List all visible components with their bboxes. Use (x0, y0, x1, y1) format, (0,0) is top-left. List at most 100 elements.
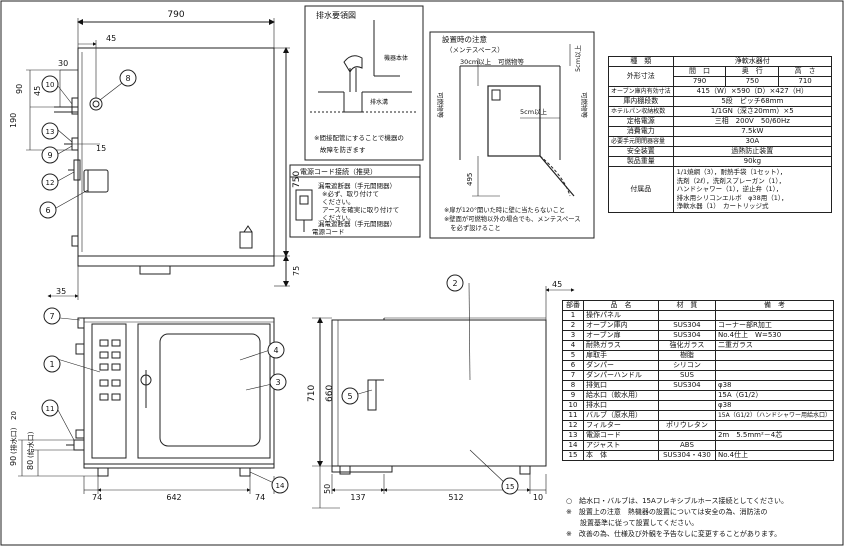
parts-cell: ABS (657, 440, 716, 451)
damper-shape (83, 169, 109, 193)
power-box-item2: 漏電遮断器（手元開閉器） (318, 219, 396, 228)
parts-cell (657, 390, 716, 401)
parts-cell (657, 410, 716, 421)
callout-6: 6 (45, 206, 50, 215)
dim-137: 137 (350, 493, 365, 502)
callout-11: 11 (46, 405, 55, 413)
spec-accessories: 1/1焼網（3），耐熱手袋（1セット）， 洗剤（2ℓ），洗剤スプレーガン（1），… (672, 166, 833, 213)
accessory-line: 1/1焼網（3），耐熱手袋（1セット）， (676, 168, 787, 176)
install-combustible-right: 可燃物等 (580, 92, 589, 119)
spec-dims-label: 外形寸法 (608, 66, 674, 87)
note-line: ○ 給水口・バルブは、15Aフレキシブルホース接続としてください。 (566, 497, 789, 505)
drain-box-channel: 排水溝 (370, 98, 388, 106)
dim-790: 790 (167, 10, 184, 20)
spec-type-value: 浄軟水器付 (672, 56, 833, 67)
callout-4: 4 (273, 346, 278, 355)
parts-cell: 本 体 (582, 450, 659, 461)
parts-cell: 排気口 (582, 380, 659, 391)
drain-box-note2: 故障を防ぎます (320, 145, 366, 154)
callout-10: 10 (46, 81, 55, 89)
parts-cell: 11 (562, 410, 584, 421)
top-view (26, 18, 290, 300)
parts-cell (714, 440, 835, 451)
spec-val-w: 790 (672, 76, 727, 87)
dim-80: 80 (26, 460, 35, 470)
parts-cell: SUS304・430 (657, 450, 716, 461)
install-side-clear: 5cm以上 (520, 107, 548, 116)
spec-row-value: 30A (672, 136, 833, 147)
power-box-item1a: 漏電遮断器（手元開閉器） (318, 181, 396, 190)
parts-cell: 7 (562, 370, 584, 381)
spec-row-value: 1/1GN（深さ20mm）×5 (672, 106, 833, 117)
callout-5: 5 (347, 392, 352, 401)
dim-30: 30 (58, 59, 68, 68)
parts-cell (657, 430, 716, 441)
install-note1: ※扉が120°開いた時に壁に当たらないこと (444, 205, 565, 214)
dim-45-side: 45 (33, 86, 42, 96)
parts-cell: SUS304 (657, 330, 716, 341)
accessory-line: 排水用シリコンエルボ φ38用（1）， (676, 193, 788, 202)
spec-accessory-label: 付属品 (608, 166, 674, 213)
spec-row-label: ホテルパン収納枚数 (608, 106, 674, 117)
install-combustible-left: 可燃物等 (436, 92, 445, 119)
parts-cell: 強化ガラス (657, 340, 716, 351)
parts-cell: No.4仕上 (714, 450, 835, 461)
parts-cell: 2m 5.5mm²－4芯 (714, 430, 835, 441)
spec-row-label: 必要手元開閉器容量 (608, 136, 674, 147)
parts-cell: 電源コード (582, 430, 659, 441)
top-view-front-lip (77, 255, 275, 267)
dim-512: 512 (448, 493, 463, 502)
parts-cell: 操作パネル (582, 310, 659, 321)
power-box-item1e: ください。 (322, 214, 355, 222)
install-box-title: 設置時の注意 (442, 34, 487, 44)
spec-row-value: 415（W）×590（D）×427（H） (672, 86, 833, 97)
parts-cell: No.4仕上 W=530 (714, 330, 835, 341)
parts-cell: ダンパー (582, 360, 659, 371)
accessory-line: ハンドシャワー（1），逆止弁（1）， (676, 185, 783, 193)
parts-cell: フィルター (582, 420, 659, 431)
callout-1: 1 (49, 360, 54, 369)
power-box-item1c: ください。 (322, 198, 355, 206)
accessory-line: 洗剤（2ℓ），洗剤スプレーガン（1）， (676, 176, 786, 185)
callout-3: 3 (275, 378, 280, 387)
note-line: 設置基準に従って設置してください。 (566, 519, 699, 527)
spec-row-value: 90kg (672, 156, 833, 167)
callout-9: 9 (47, 151, 52, 160)
parts-cell: 3 (562, 330, 584, 341)
note-line: ※ 設置上の注意 熱機器の設置については安全の為、消防法の (566, 508, 768, 516)
install-top-clear2: 5cm以上 (573, 44, 582, 72)
parts-cell (714, 370, 835, 381)
spec-row-label: 製品重量 (608, 156, 674, 167)
dim-90: 90 (15, 84, 24, 94)
parts-cell: 6 (562, 360, 584, 371)
note-line: ※ 改善の為、仕様及び外観を予告なしに変更することがあります。 (566, 530, 782, 538)
parts-cell: 10 (562, 400, 584, 411)
parts-cell: SUS304 (657, 380, 716, 391)
dim-750: 750 (292, 171, 302, 188)
parts-cell: SUS (657, 370, 716, 381)
accessory-line: 浄軟水器（1） カートリッジ式 (676, 202, 769, 210)
parts-cell: 13 (562, 430, 584, 441)
spec-type-label: 種 類 (608, 56, 674, 67)
parts-cell (657, 400, 716, 411)
dim-45-side-view: 45 (552, 280, 562, 289)
parts-cell: 5 (562, 350, 584, 361)
parts-cell (714, 360, 835, 371)
callout-numbers: 1 2 3 4 5 6 7 8 9 10 11 12 13 14 15 (45, 74, 514, 491)
parts-header: 部番 (562, 300, 584, 311)
spec-col-d: 奥 行 (725, 66, 780, 77)
parts-cell: 1 (562, 310, 584, 321)
spec-row-label: 庫内棚段数 (608, 96, 674, 107)
dim-35: 35 (56, 287, 66, 296)
power-box-item3: 電源コード (312, 227, 345, 236)
callout-12: 12 (46, 179, 55, 187)
